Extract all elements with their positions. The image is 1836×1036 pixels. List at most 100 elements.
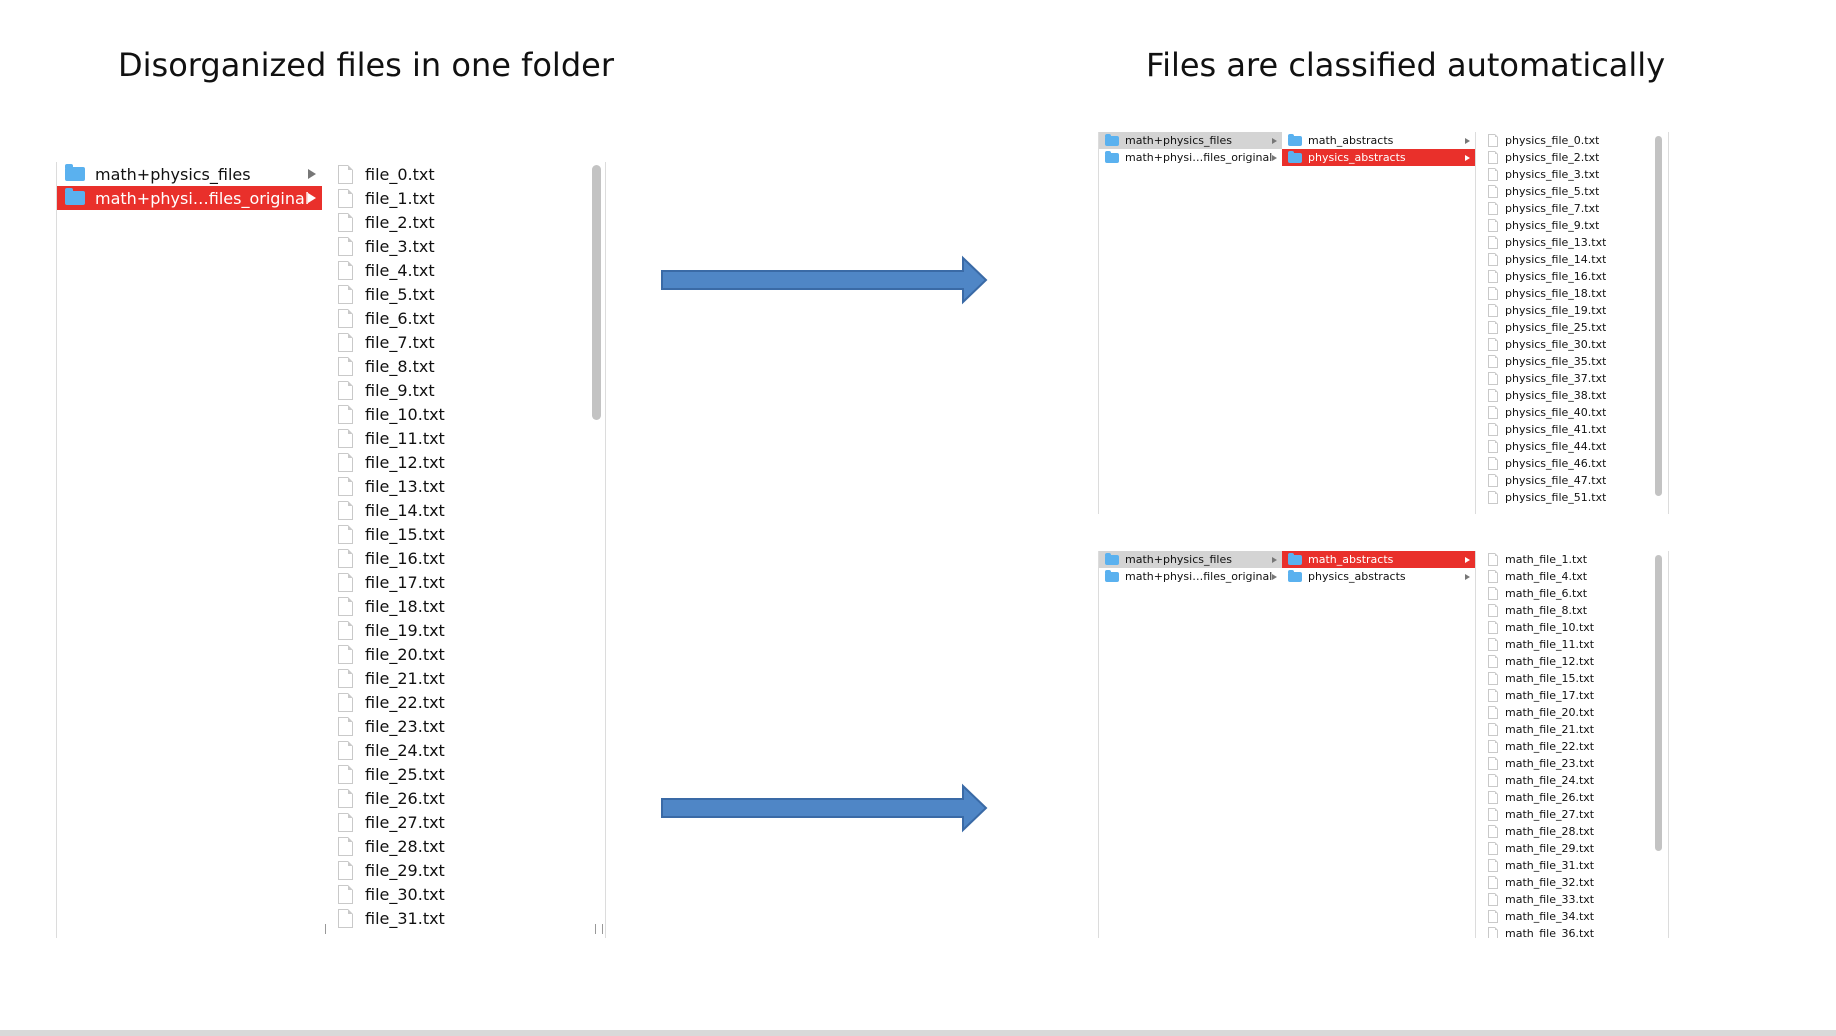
file-row[interactable]: file_23.txt (330, 714, 605, 738)
file-row[interactable]: file_7.txt (330, 330, 605, 354)
folder-row[interactable]: math+physics_files (57, 162, 322, 186)
file-row[interactable]: file_12.txt (330, 450, 605, 474)
file-row[interactable]: physics_file_30.txt (1482, 336, 1668, 353)
file-row[interactable]: physics_file_38.txt (1482, 387, 1668, 404)
file-row[interactable]: file_28.txt (330, 834, 605, 858)
file-row[interactable]: physics_file_37.txt (1482, 370, 1668, 387)
file-row[interactable]: file_9.txt (330, 378, 605, 402)
folder-row[interactable]: math_abstracts (1282, 551, 1475, 568)
column-resize-handle[interactable] (595, 924, 603, 934)
file-row[interactable]: math_file_29.txt (1482, 840, 1668, 857)
file-row[interactable]: file_21.txt (330, 666, 605, 690)
file-row[interactable]: file_1.txt (330, 186, 605, 210)
folder-row[interactable]: physics_abstracts (1282, 149, 1475, 166)
file-row[interactable]: math_file_15.txt (1482, 670, 1668, 687)
folder-row[interactable]: math+physics_files (1099, 551, 1282, 568)
bottom-files-scrollbar[interactable] (1655, 555, 1662, 851)
file-row[interactable]: physics_file_25.txt (1482, 319, 1668, 336)
file-row[interactable]: physics_file_2.txt (1482, 149, 1668, 166)
top-files-scrollbar[interactable] (1655, 136, 1662, 496)
file-row[interactable]: file_0.txt (330, 162, 605, 186)
file-row[interactable]: file_22.txt (330, 690, 605, 714)
file-row[interactable]: math_file_36.txt (1482, 925, 1668, 938)
folder-row[interactable]: math+physi…files_original (1099, 149, 1282, 166)
file-row[interactable]: math_file_23.txt (1482, 755, 1668, 772)
file-row[interactable]: file_31.txt (330, 906, 605, 930)
file-row[interactable]: file_8.txt (330, 354, 605, 378)
file-row[interactable]: physics_file_51.txt (1482, 489, 1668, 506)
file-row[interactable]: math_file_34.txt (1482, 908, 1668, 925)
file-row[interactable]: math_file_10.txt (1482, 619, 1668, 636)
file-row[interactable]: file_10.txt (330, 402, 605, 426)
file-row[interactable]: file_25.txt (330, 762, 605, 786)
file-row[interactable]: file_11.txt (330, 426, 605, 450)
file-row[interactable]: physics_file_35.txt (1482, 353, 1668, 370)
file-row[interactable]: physics_file_3.txt (1482, 166, 1668, 183)
file-row[interactable]: file_5.txt (330, 282, 605, 306)
folder-row[interactable]: math+physi…files_original (1099, 568, 1282, 585)
file-row[interactable]: file_4.txt (330, 258, 605, 282)
file-row[interactable]: physics_file_16.txt (1482, 268, 1668, 285)
file-row[interactable]: math_file_4.txt (1482, 568, 1668, 585)
file-row[interactable]: math_file_24.txt (1482, 772, 1668, 789)
file-row[interactable]: physics_file_19.txt (1482, 302, 1668, 319)
file-row[interactable]: physics_file_9.txt (1482, 217, 1668, 234)
folder-row[interactable]: math+physi…files_original (57, 186, 322, 210)
folder-row[interactable]: math+physics_files (1099, 132, 1282, 149)
file-row[interactable]: physics_file_40.txt (1482, 404, 1668, 421)
file-row[interactable]: file_20.txt (330, 642, 605, 666)
file-row[interactable]: physics_file_5.txt (1482, 183, 1668, 200)
file-row[interactable]: file_27.txt (330, 810, 605, 834)
file-row[interactable]: physics_file_7.txt (1482, 200, 1668, 217)
file-row[interactable]: file_30.txt (330, 882, 605, 906)
column-resize-handle[interactable] (322, 924, 326, 934)
file-row[interactable]: physics_file_13.txt (1482, 234, 1668, 251)
file-row[interactable]: file_18.txt (330, 594, 605, 618)
folder-row[interactable]: physics_abstracts (1282, 568, 1475, 585)
file-row[interactable]: file_19.txt (330, 618, 605, 642)
file-row[interactable]: file_16.txt (330, 546, 605, 570)
file-row[interactable]: math_file_26.txt (1482, 789, 1668, 806)
file-row[interactable]: math_file_17.txt (1482, 687, 1668, 704)
file-row[interactable]: file_15.txt (330, 522, 605, 546)
file-row[interactable]: math_file_8.txt (1482, 602, 1668, 619)
file-row[interactable]: math_file_21.txt (1482, 721, 1668, 738)
file-row[interactable]: math_file_28.txt (1482, 823, 1668, 840)
file-row[interactable]: physics_file_0.txt (1482, 132, 1668, 149)
file-row[interactable]: math_file_20.txt (1482, 704, 1668, 721)
file-row[interactable]: file_24.txt (330, 738, 605, 762)
file-row[interactable]: physics_file_46.txt (1482, 455, 1668, 472)
file-row[interactable]: math_file_27.txt (1482, 806, 1668, 823)
file-row[interactable]: file_14.txt (330, 498, 605, 522)
file-row[interactable]: math_file_6.txt (1482, 585, 1668, 602)
file-row[interactable]: physics_file_14.txt (1482, 251, 1668, 268)
file-row[interactable]: physics_file_47.txt (1482, 472, 1668, 489)
file-row[interactable]: physics_file_44.txt (1482, 438, 1668, 455)
file-row[interactable]: physics_file_18.txt (1482, 285, 1668, 302)
file-row[interactable]: math_file_32.txt (1482, 874, 1668, 891)
file-row[interactable]: math_file_22.txt (1482, 738, 1668, 755)
file-row[interactable]: file_13.txt (330, 474, 605, 498)
file-row[interactable]: math_file_1.txt (1482, 551, 1668, 568)
file-row[interactable]: math_file_12.txt (1482, 653, 1668, 670)
file-row[interactable]: file_2.txt (330, 210, 605, 234)
file-row[interactable]: file_6.txt (330, 306, 605, 330)
file-row[interactable]: physics_file_41.txt (1482, 421, 1668, 438)
left-files-scrollbar[interactable] (592, 165, 601, 420)
folder-row[interactable]: math_abstracts (1282, 132, 1475, 149)
file-row[interactable]: file_3.txt (330, 234, 605, 258)
file-row[interactable]: math_file_31.txt (1482, 857, 1668, 874)
file-row[interactable]: math_file_33.txt (1482, 891, 1668, 908)
file-row[interactable]: file_26.txt (330, 786, 605, 810)
file-row[interactable]: math_file_11.txt (1482, 636, 1668, 653)
file-row[interactable]: file_29.txt (330, 858, 605, 882)
file-row[interactable]: file_17.txt (330, 570, 605, 594)
